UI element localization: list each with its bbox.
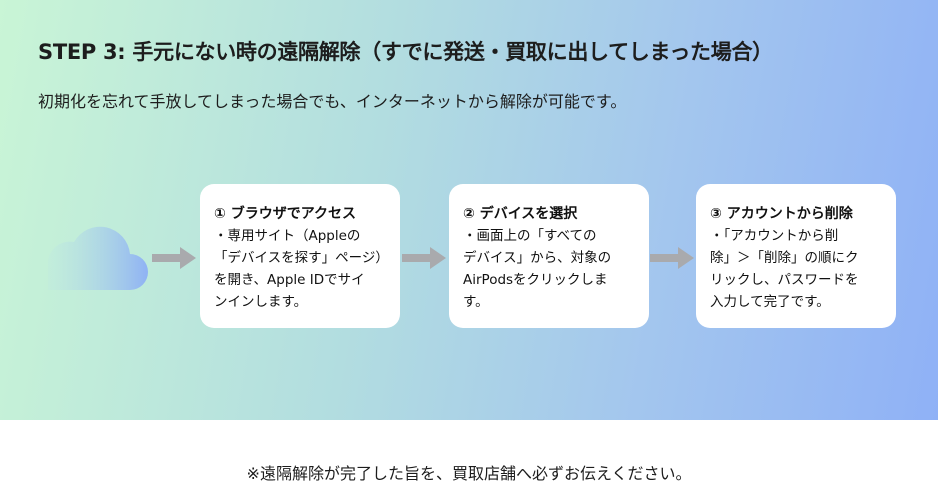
page-title: STEP 3: 手元にない時の遠隔解除（すでに発送・買取に出してしまった場合） xyxy=(38,40,773,64)
step-heading: ① ブラウザでアクセス xyxy=(214,206,357,222)
arrow-right-icon xyxy=(402,247,446,269)
step-text-line: 除」＞「削除」の順にク xyxy=(710,250,859,266)
step-text-line: ンインします。 xyxy=(214,294,308,310)
step-text-line: AirPodsをクリックしま xyxy=(463,272,608,288)
hero-section: STEP 3: 手元にない時の遠隔解除（すでに発送・買取に出してしまった場合） … xyxy=(0,0,938,420)
step-card-3: ③ アカウントから削除 ・「アカウントから削 除」＞「削除」の順にク リックし、… xyxy=(696,184,896,328)
arrow-right-icon xyxy=(650,247,694,269)
step-text-line: ・専用サイト（Appleの xyxy=(214,228,361,244)
step-text-line: す。 xyxy=(463,294,489,310)
step-text-line: デバイス」から、対象の xyxy=(463,250,612,266)
step-text-line: リックし、パスワードを xyxy=(710,272,859,288)
page-subtitle: 初期化を忘れて手放してしまった場合でも、インターネットから解除が可能です。 xyxy=(38,92,627,111)
arrow-right-icon xyxy=(152,247,196,269)
cloud-icon xyxy=(47,226,148,290)
footer-note: ※遠隔解除が完了した旨を、買取店舗へ必ずお伝えください。 xyxy=(246,464,692,483)
step-text-line: 「デバイスを探す」ページ） xyxy=(214,250,389,266)
step-heading: ② デバイスを選択 xyxy=(463,206,578,222)
step-text-line: を開き、Apple IDでサイ xyxy=(214,272,365,288)
step-text-line: 入力して完了です。 xyxy=(710,294,830,310)
step-heading: ③ アカウントから削除 xyxy=(710,206,853,222)
step-text-line: ・「アカウントから削 xyxy=(710,228,839,244)
step-text-line: ・画面上の「すべての xyxy=(463,228,597,244)
step-card-2: ② デバイスを選択 ・画面上の「すべての デバイス」から、対象の AirPods… xyxy=(449,184,649,328)
step-card-1: ① ブラウザでアクセス ・専用サイト（Appleの 「デバイスを探す」ページ） … xyxy=(200,184,400,328)
